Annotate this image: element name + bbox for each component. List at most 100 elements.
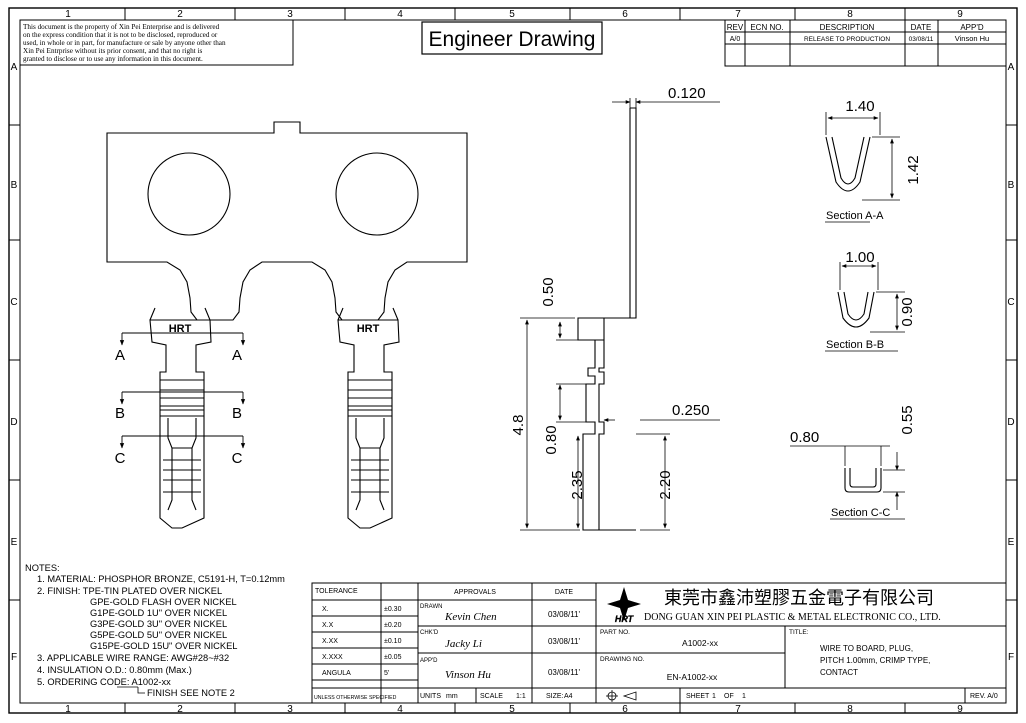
rev-value: A/0: [730, 36, 741, 43]
company-name-cn: 東莞市鑫沛塑膠五金電子有限公司: [664, 588, 934, 608]
note-line: 4. INSULATION O.D.: 0.80mm (Max.): [37, 665, 192, 675]
section-c-shape: [844, 468, 882, 493]
grid-row-label: A: [1008, 62, 1015, 73]
units-label: UNITS: [420, 693, 441, 700]
date-value: 03/08/11: [909, 36, 934, 43]
grid-col-label: 7: [735, 704, 741, 715]
dim-220: 2.20: [657, 470, 674, 499]
tol-val: ±0.10: [384, 638, 402, 645]
section-a-width: 1.40: [845, 98, 874, 115]
section-c-width: 0.80: [790, 429, 819, 446]
grid-col-label: 3: [287, 9, 293, 20]
note-line: 3. APPLICABLE WIRE RANGE: AWG#28~#32: [37, 653, 229, 663]
grid-col-label: 4: [397, 9, 403, 20]
part-mark-right: HRT: [357, 323, 380, 335]
copyright-line: on the express condition that it is not …: [23, 31, 218, 39]
title-line: WIRE TO BOARD, PLUG,: [820, 644, 913, 653]
grid-col-label: 5: [509, 9, 515, 20]
note-line: 2. FINISH: TPE-TIN PLATED OVER NICKEL: [37, 586, 222, 596]
tolerance-table: TOLERANCE X. ±0.30 X.X ±0.20 X.XX ±0.10 …: [314, 588, 402, 701]
rev-footer: REV. A/0: [970, 693, 998, 700]
tolerance-header: TOLERANCE: [315, 588, 358, 595]
of-label: OF: [724, 693, 734, 700]
note-line: G3PE-GOLD 3U" OVER NICKEL: [90, 619, 227, 629]
grid-row-label: E: [11, 537, 18, 548]
section-b-label: Section B-B: [826, 339, 884, 351]
dim-050: 0.50: [540, 277, 557, 306]
side-view: [577, 107, 637, 531]
section-c-height: 0.55: [899, 405, 916, 434]
copyright-line: granted to disclose or to use any inform…: [23, 55, 203, 63]
section-a-height: 1.42: [905, 155, 922, 184]
grid-row-label: F: [11, 652, 17, 663]
tol-val: ±0.05: [384, 654, 402, 661]
section-b-shape: [837, 291, 875, 328]
section-c-dims: [790, 445, 905, 520]
grid-col-label: 2: [177, 704, 183, 715]
rev-header: REV: [727, 23, 744, 32]
drawn-name: Kevin Chen: [444, 611, 497, 623]
section-b-dims: [825, 262, 905, 352]
revision-table: [724, 19, 1007, 67]
date-header: DATE: [911, 23, 932, 32]
tol-key: X.: [322, 606, 329, 613]
company-logo-text: HRT: [615, 614, 635, 624]
footer-row: UNITS mm SCALE 1:1 SIZE: A4 SHEET 1 OF 1…: [420, 693, 998, 700]
section-a-label: Section A-A: [826, 210, 884, 222]
company-logo: [607, 587, 641, 621]
side-dimensions: [520, 98, 720, 531]
tol-key: X.XX: [322, 638, 338, 645]
title-label: TITLE:: [789, 629, 809, 636]
appd-date: 03/08/11': [548, 668, 581, 677]
tol-key: X.XXX: [322, 654, 343, 661]
grid-col-label: 2: [177, 9, 183, 20]
carrier-strip: [106, 121, 468, 321]
grid-row-label: D: [10, 417, 17, 428]
scale-value: 1:1: [516, 693, 526, 700]
approvals-table: APPROVALS DATE DRAWN Kevin Chen 03/08/11…: [420, 589, 581, 681]
appd-role: APP'D: [420, 658, 438, 664]
title-line: CONTACT: [820, 668, 858, 677]
chkd-role: CHK'D: [420, 630, 439, 636]
copyright-line: used, in whole or in part, for manufactu…: [23, 39, 226, 47]
scale-label: SCALE: [480, 693, 503, 700]
part-no-label: PART NO.: [600, 629, 630, 636]
section-letter-a-left: A: [115, 347, 125, 364]
drawn-date: 03/08/11': [548, 610, 581, 619]
part-mark-left: HRT: [169, 323, 192, 335]
projection-symbol-icon: [606, 690, 637, 702]
grid-row-label: D: [1007, 417, 1014, 428]
chkd-name: Jacky Li: [445, 638, 482, 650]
drawing-no-value: EN-A1002-xx: [667, 672, 718, 682]
appd-header: APP'D: [960, 23, 984, 32]
grid-row-label: F: [1008, 652, 1014, 663]
dim-thickness: 0.120: [668, 85, 706, 102]
note-line: G1PE-GOLD 1U" OVER NICKEL: [90, 608, 227, 618]
grid-col-label: 3: [287, 704, 293, 715]
main-title: Engineer Drawing: [429, 28, 596, 51]
size-label: SIZE:: [546, 693, 564, 700]
sheet-label: SHEET: [686, 693, 710, 700]
grid-row-label: A: [11, 62, 18, 73]
grid-row-label: E: [1008, 537, 1015, 548]
dim-080: 0.80: [543, 425, 560, 454]
copyright-text: This document is the property of Xin Pei…: [23, 23, 226, 63]
grid-labels: 1 2 3 4 5 6 7 8 9 1 2 3 4 5 6 7 8 9 A B …: [10, 9, 1014, 715]
grid-col-label: 1: [65, 9, 71, 20]
appd-name: Vinson Hu: [445, 669, 491, 681]
title-block-grid: [311, 582, 1007, 704]
grid-col-label: 5: [509, 704, 515, 715]
copyright-line: Xin Pei Entrprise without its prior cons…: [23, 47, 202, 55]
section-b-height: 0.90: [899, 297, 916, 326]
terminal-left: [149, 307, 212, 529]
grid-col-label: 9: [957, 704, 963, 715]
company-name-en: DONG GUAN XIN PEI PLASTIC & METAL ELECTR…: [644, 612, 941, 623]
title-line: PITCH 1.00mm, CRIMP TYPE,: [820, 656, 930, 665]
dim-0250: 0.250: [672, 402, 710, 419]
pilot-hole-left: [147, 152, 231, 236]
notes-heading: NOTES:: [25, 563, 60, 573]
dim-48: 4.8: [510, 415, 527, 436]
ecn-header: ECN NO.: [750, 23, 783, 32]
description-header: DESCRIPTION: [820, 23, 875, 32]
